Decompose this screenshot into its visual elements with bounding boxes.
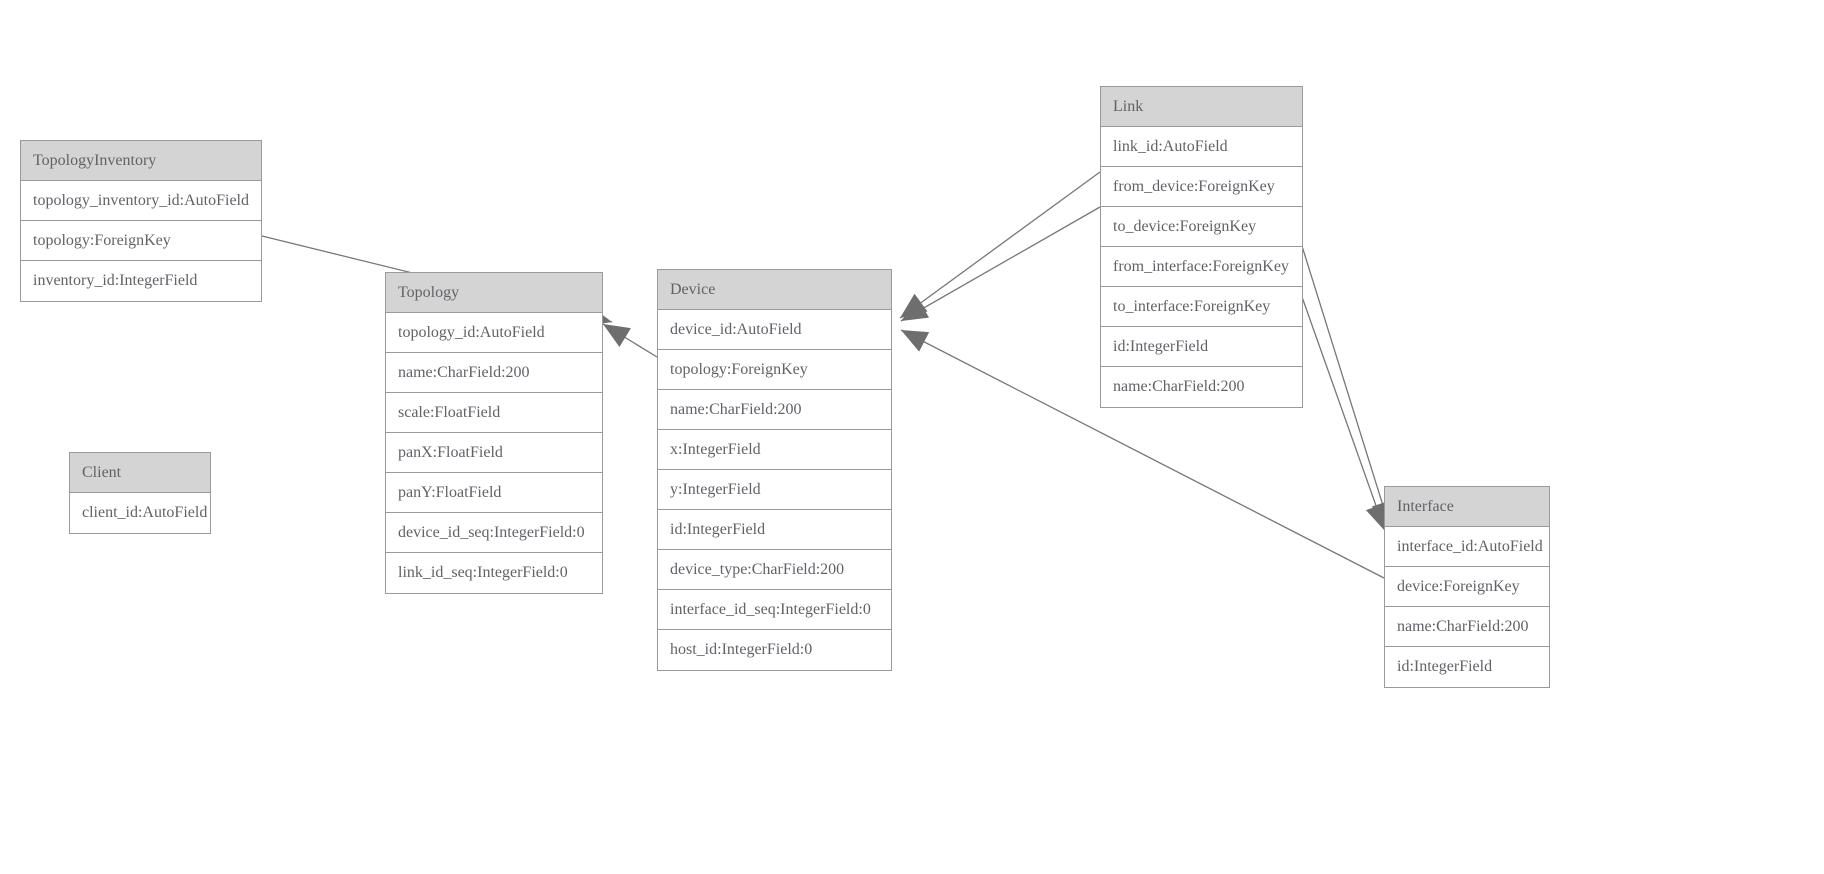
- entity-field[interactable]: id:IntegerField: [658, 510, 891, 550]
- entity-field[interactable]: client_id:AutoField: [70, 493, 210, 533]
- entity-field[interactable]: x:IntegerField: [658, 430, 891, 470]
- relationship-edge: [1295, 279, 1387, 532]
- entity-field[interactable]: device_id_seq:IntegerField:0: [386, 513, 602, 553]
- entity-title-topology_inventory: TopologyInventory: [21, 141, 261, 181]
- entity-field[interactable]: inventory_id:IntegerField: [21, 261, 261, 301]
- entity-title-link: Link: [1101, 87, 1302, 127]
- entity-field[interactable]: link_id_seq:IntegerField:0: [386, 553, 602, 593]
- entity-field[interactable]: interface_id:AutoField: [1385, 527, 1549, 567]
- entity-field[interactable]: panX:FloatField: [386, 433, 602, 473]
- entity-field[interactable]: name:CharField:200: [386, 353, 602, 393]
- entity-title-device: Device: [658, 270, 891, 310]
- entity-field[interactable]: name:CharField:200: [1101, 367, 1302, 407]
- entity-field[interactable]: link_id:AutoField: [1101, 127, 1302, 167]
- entity-field[interactable]: topology:ForeignKey: [658, 350, 891, 390]
- relationship-edge: [602, 323, 658, 358]
- entity-field[interactable]: to_device:ForeignKey: [1101, 207, 1302, 247]
- arrowhead-icon: [901, 298, 930, 321]
- entity-field[interactable]: to_interface:ForeignKey: [1101, 287, 1302, 327]
- entity-field[interactable]: id:IntegerField: [1101, 327, 1302, 367]
- entity-field[interactable]: panY:FloatField: [386, 473, 602, 513]
- relationship-edge: [899, 171, 1101, 319]
- entity-field[interactable]: y:IntegerField: [658, 470, 891, 510]
- entity-field[interactable]: device_type:CharField:200: [658, 550, 891, 590]
- entity-title-topology: Topology: [386, 273, 602, 313]
- arrowhead-icon: [901, 330, 930, 352]
- entity-field[interactable]: from_device:ForeignKey: [1101, 167, 1302, 207]
- entity-title-client: Client: [70, 453, 210, 493]
- entity-field[interactable]: from_interface:ForeignKey: [1101, 247, 1302, 287]
- entity-field[interactable]: interface_id_seq:IntegerField:0: [658, 590, 891, 630]
- entity-field[interactable]: topology_inventory_id:AutoField: [21, 181, 261, 221]
- arrowhead-icon: [900, 293, 928, 318]
- entity-field[interactable]: scale:FloatField: [386, 393, 602, 433]
- entity-field[interactable]: topology:ForeignKey: [21, 221, 261, 261]
- entity-field[interactable]: host_id:IntegerField:0: [658, 630, 891, 670]
- entity-field[interactable]: device:ForeignKey: [1385, 567, 1549, 607]
- relationship-edge: [900, 206, 1101, 322]
- entity-field[interactable]: id:IntegerField: [1385, 647, 1549, 687]
- entity-field[interactable]: name:CharField:200: [1385, 607, 1549, 647]
- entity-field[interactable]: name:CharField:200: [658, 390, 891, 430]
- entity-field[interactable]: topology_id:AutoField: [386, 313, 602, 353]
- entity-title-interface: Interface: [1385, 487, 1549, 527]
- entity-field[interactable]: device_id:AutoField: [658, 310, 891, 350]
